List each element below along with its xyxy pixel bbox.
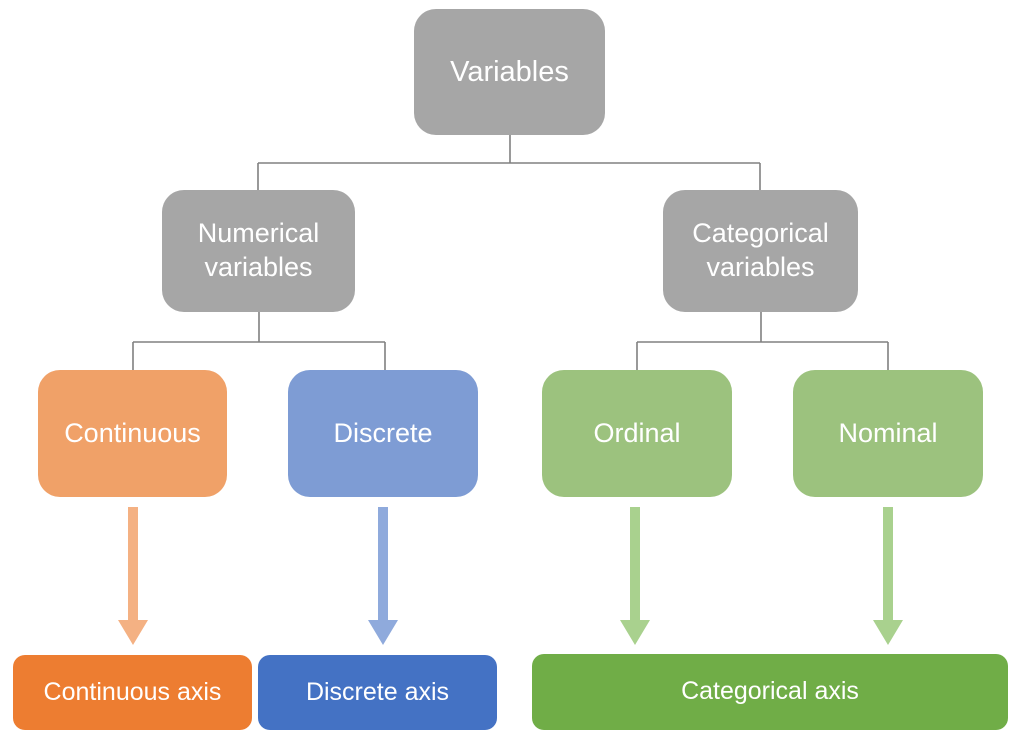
node-ordinal-label: Ordinal [593, 417, 681, 448]
node-continuous-label: Continuous [64, 417, 201, 448]
node-categorical-variables-label: Categorical variables [692, 218, 829, 282]
connector-numerical-to-children [132, 312, 386, 370]
connector-categorical-to-children [636, 312, 889, 370]
node-categorical-axis: Categorical axis [532, 654, 1008, 730]
connector-variables-to-children [257, 135, 761, 190]
node-continuous-axis: Continuous axis [13, 655, 252, 730]
node-numerical-variables: Numerical variables [162, 190, 355, 312]
node-categorical-axis-label: Categorical axis [681, 677, 859, 706]
node-nominal: Nominal [793, 370, 983, 497]
node-continuous-axis-label: Continuous axis [43, 677, 222, 706]
node-categorical-variables: Categorical variables [663, 190, 858, 312]
node-discrete-label: Discrete [333, 417, 433, 448]
node-discrete-axis-label: Discrete axis [305, 677, 450, 706]
node-variables-label: Variables [450, 55, 569, 88]
continuous-arrow-icon [118, 507, 148, 645]
discrete-arrow-icon [368, 507, 398, 645]
ordinal-arrow-icon [620, 507, 650, 645]
node-discrete: Discrete [288, 370, 478, 497]
node-continuous: Continuous [38, 370, 227, 497]
node-discrete-axis: Discrete axis [258, 655, 497, 730]
node-ordinal: Ordinal [542, 370, 732, 497]
node-nominal-label: Nominal [838, 417, 938, 448]
node-variables: Variables [414, 9, 605, 135]
nominal-arrow-icon [873, 507, 903, 645]
node-numerical-variables-label: Numerical variables [197, 218, 320, 282]
